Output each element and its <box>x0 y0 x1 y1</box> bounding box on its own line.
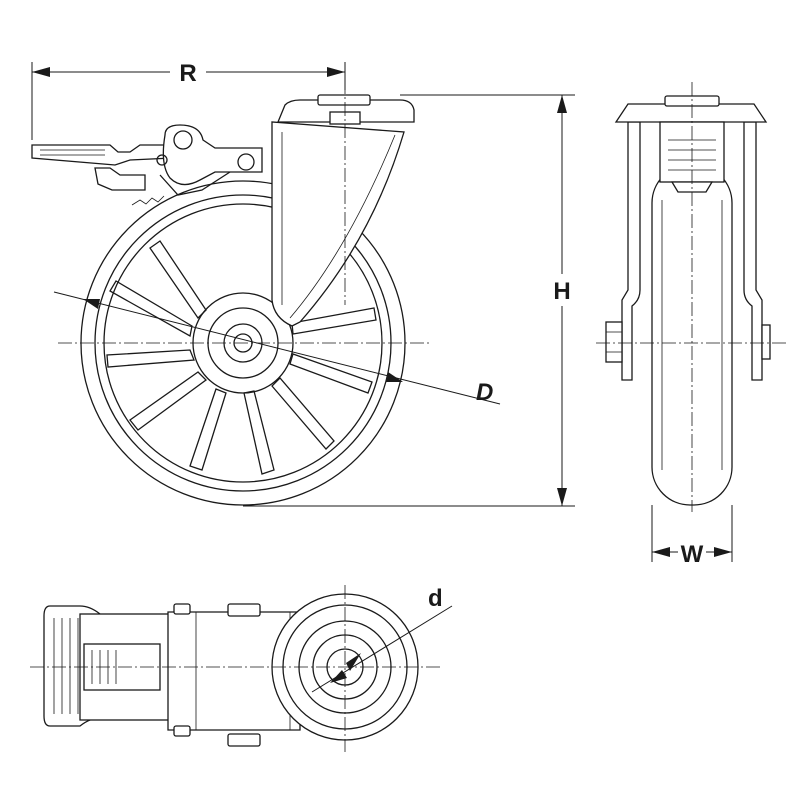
fork-body <box>271 121 405 327</box>
front-axle-nut-detail <box>606 331 622 353</box>
front-fork-left <box>621 121 641 381</box>
dimension-D: D <box>53 291 501 406</box>
dimension-W-arrow-right <box>714 547 732 557</box>
front-top-plate <box>614 103 768 123</box>
front-fork-right <box>743 121 763 381</box>
dimension-R: R <box>31 56 346 140</box>
brake-small-pin <box>156 154 168 166</box>
dimension-H: H <box>243 94 576 507</box>
dimension-R-arrow-right <box>327 67 345 77</box>
front-axle-nut-right <box>761 324 771 360</box>
top-pin-upper-right <box>227 603 261 617</box>
brake-shoe <box>94 167 146 191</box>
dimension-H-label: H <box>553 278 570 305</box>
dimension-D-arrow-left <box>83 299 100 309</box>
brake-bracket <box>159 171 231 196</box>
dimension-H-arrow-top <box>557 95 567 113</box>
top-pin-upper-left <box>173 603 191 615</box>
brake-pivot <box>173 130 193 150</box>
dimension-R-label: R <box>179 60 196 87</box>
side-view <box>31 80 430 506</box>
dimension-R-arrow-left <box>32 67 50 77</box>
dimension-D-label: D <box>476 379 493 406</box>
dimension-d-arrow-upper <box>346 653 361 671</box>
dimension-H-arrow-bottom <box>557 488 567 506</box>
dimension-W-label: W <box>681 541 704 568</box>
front-view <box>596 82 786 512</box>
brake-pedal-ribs <box>40 149 105 156</box>
dimension-d: d <box>311 585 453 693</box>
front-axle-nut-left <box>605 321 623 363</box>
swivel-bolt-head <box>317 94 371 106</box>
dimension-d-arrow-lower <box>330 670 347 683</box>
dimension-W-arrow-left <box>652 547 670 557</box>
top-view <box>30 585 440 752</box>
top-brake-pedal-ribs <box>53 618 79 714</box>
dimension-D-arrow-right <box>386 372 403 382</box>
dimension-d-label: d <box>428 585 443 612</box>
brake-spring <box>131 195 165 206</box>
swivel-top-plate <box>277 99 415 123</box>
top-pin-lower-left <box>173 725 191 737</box>
top-pin-lower-right <box>227 733 261 747</box>
brake-lever <box>162 124 263 186</box>
brake-link-pin <box>237 153 255 171</box>
dimension-W: W <box>651 505 733 568</box>
dimension-D-line <box>53 291 501 405</box>
